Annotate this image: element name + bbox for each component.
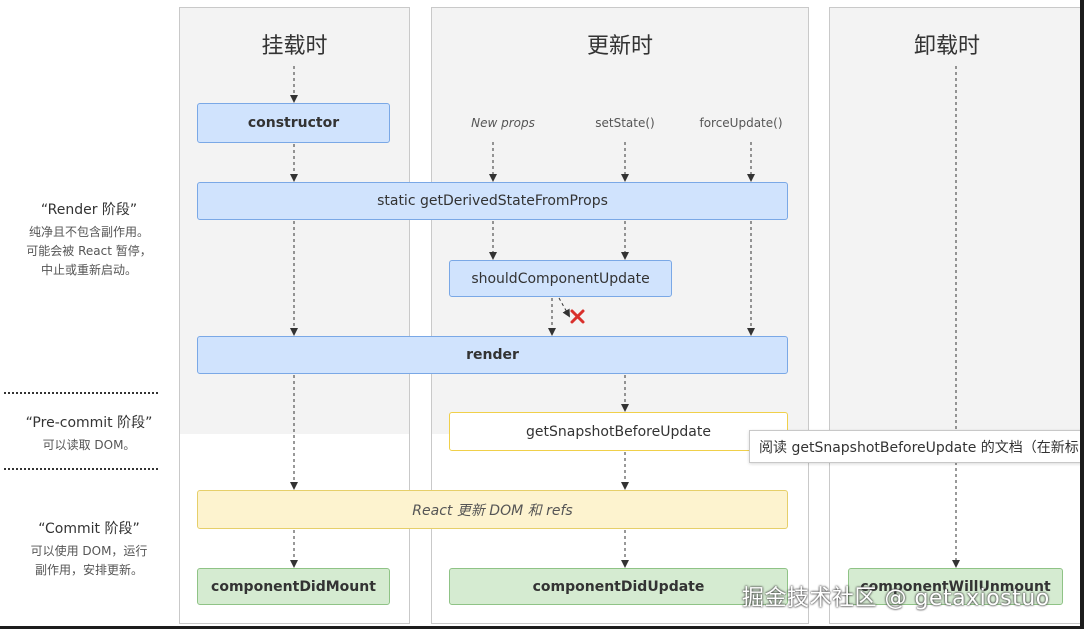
render-phase: “Render 阶段” 纯净且不包含副作用。 可能会被 React 暂停， 中止… <box>0 199 178 280</box>
render-phase-title: “Render 阶段” <box>40 202 138 218</box>
get-derived-state-box[interactable]: static getDerivedStateFromProps <box>197 182 788 220</box>
render-phase-desc-1: 纯净且不包含副作用。 <box>28 225 149 239</box>
render-phase-desc-2: 可能会被 React 暂停， <box>26 244 152 258</box>
get-snapshot-box[interactable]: getSnapshotBeforeUpdate <box>449 412 788 451</box>
phase-divider-2 <box>4 468 158 470</box>
arrow-should-to-cancel <box>558 297 570 318</box>
watermark-text: 掘金技术社区 @ getaxiostuo <box>742 586 1050 611</box>
commit-phase-desc-2: 副作用，安排更新。 <box>34 563 143 577</box>
snapshot-docs-tooltip-text: 阅读 getSnapshotBeforeUpdate 的文档（在新标 <box>759 439 1079 456</box>
new-props-label: New props <box>471 116 535 130</box>
mount-column-title: 挂载时 <box>261 34 328 59</box>
react-update-dom-box: React 更新 DOM 和 refs <box>197 490 788 529</box>
constructor-box[interactable]: constructor <box>197 103 390 143</box>
render-phase-desc-3: 中止或重新启动。 <box>40 263 137 277</box>
screen-edge-bottom <box>0 626 1084 629</box>
force-update-label: forceUpdate() <box>699 116 783 130</box>
snapshot-docs-tooltip[interactable]: 阅读 getSnapshotBeforeUpdate 的文档（在新标 <box>749 430 1084 463</box>
commit-phase: “Commit 阶段” 可以使用 DOM，运行 副作用，安排更新。 <box>0 518 178 580</box>
component-did-mount-box[interactable]: componentDidMount <box>197 568 390 605</box>
cross-icon <box>570 309 585 324</box>
update-column-title: 更新时 <box>586 34 653 59</box>
phase-divider-1 <box>4 392 158 394</box>
precommit-phase: “Pre-commit 阶段” 可以读取 DOM。 <box>0 412 178 455</box>
commit-phase-desc-1: 可以使用 DOM，运行 <box>30 544 148 558</box>
unmount-column-title: 卸载时 <box>913 34 980 59</box>
commit-phase-title: “Commit 阶段” <box>38 521 140 537</box>
precommit-phase-desc-1: 可以读取 DOM。 <box>42 438 136 452</box>
screen-edge-right <box>1080 0 1084 629</box>
set-state-label: setState() <box>595 116 655 130</box>
component-did-update-box[interactable]: componentDidUpdate <box>449 568 788 605</box>
render-box[interactable]: render <box>197 336 788 374</box>
should-component-update-box[interactable]: shouldComponentUpdate <box>449 260 672 297</box>
unmount-column-upper-bg <box>830 8 1084 434</box>
component-will-unmount-box[interactable]: componentWillUnmount <box>848 568 1063 605</box>
precommit-phase-title: “Pre-commit 阶段” <box>25 415 153 431</box>
